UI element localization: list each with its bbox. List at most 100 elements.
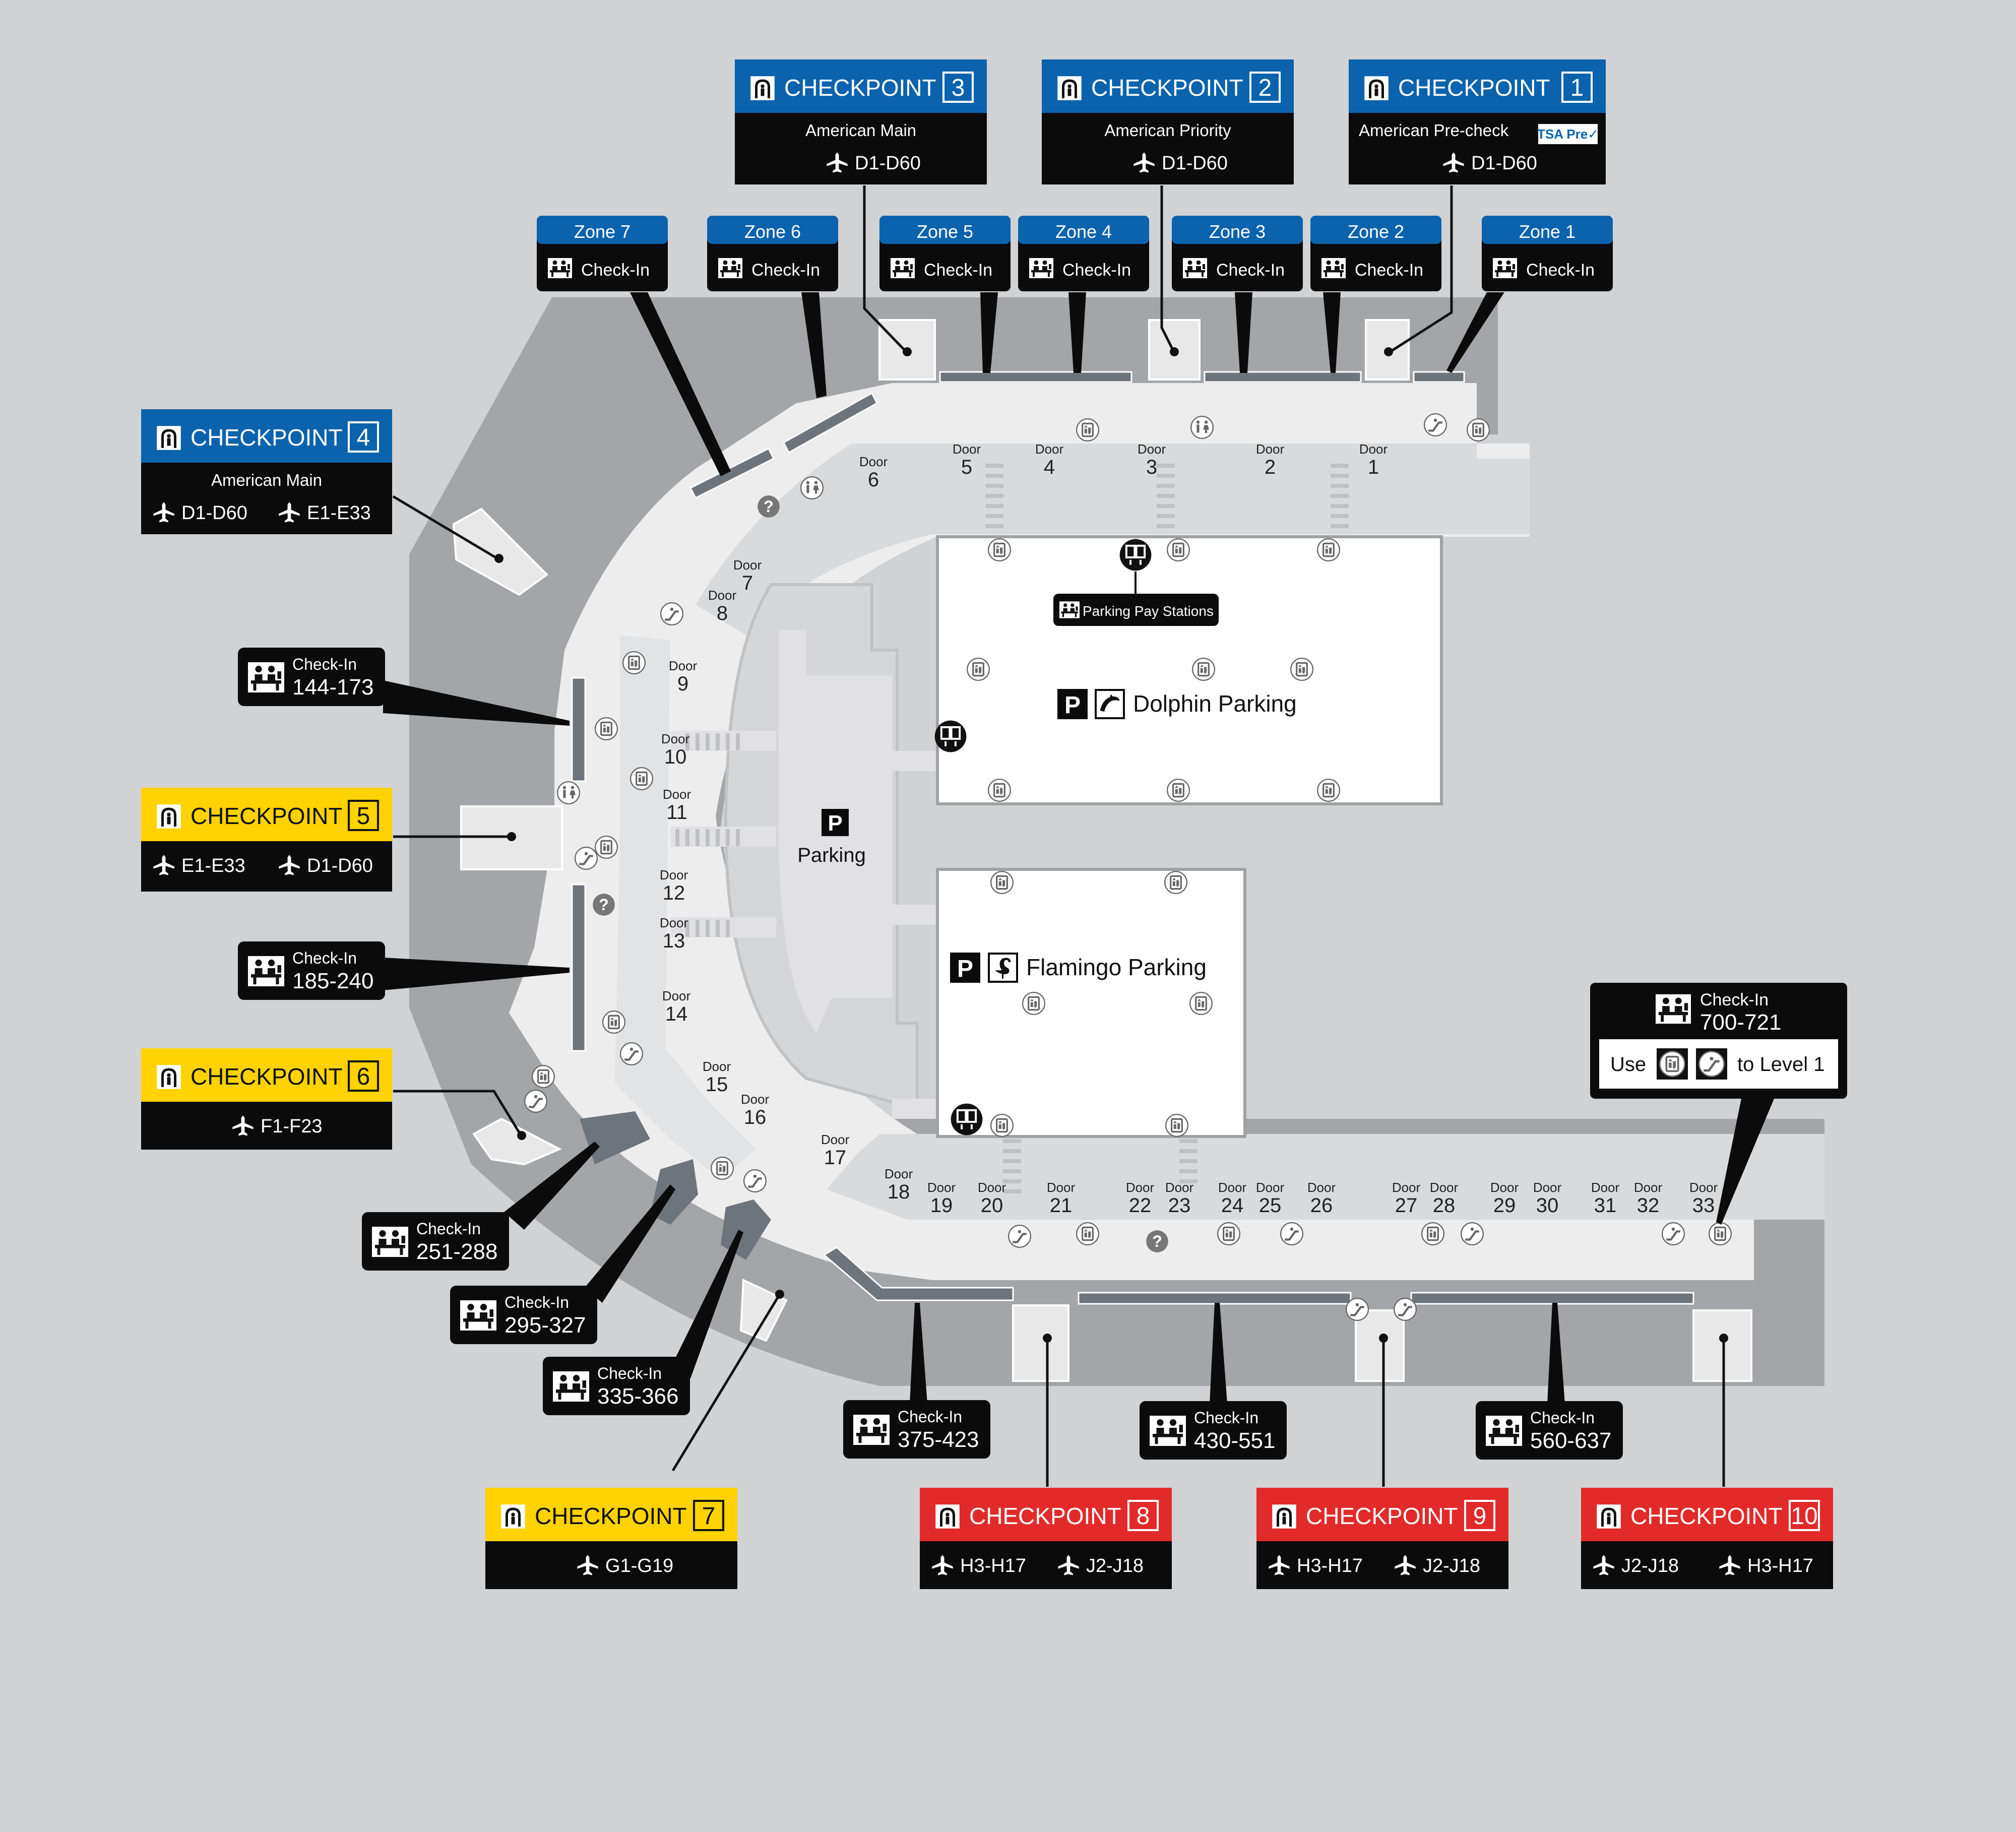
checkpoint-sign-header — [1581, 1488, 1833, 1541]
checkpoint-gates: H3-H17 — [1747, 1555, 1813, 1576]
escalator-icon — [1699, 1051, 1724, 1076]
door-number: 24 — [1221, 1194, 1244, 1217]
zone-name: Zone 7 — [574, 221, 631, 242]
restroom-icon — [800, 476, 824, 499]
security-icon — [935, 1504, 960, 1529]
zone-sign-header — [879, 216, 1011, 244]
upper-corridor-strip — [696, 444, 1530, 635]
checkpoint-sign-header — [1042, 59, 1294, 113]
door-number: 25 — [1259, 1194, 1282, 1217]
door-word: Door — [1126, 1180, 1155, 1195]
checkin-range: 295-327 — [505, 1313, 586, 1338]
checkpoint-label: CHECKPOINT — [969, 1503, 1121, 1529]
escalator-icon — [1394, 1298, 1416, 1320]
zone-7-sign: Zone 7 Check-In — [537, 216, 668, 291]
checkpoint-gates: D1-D60 — [855, 153, 921, 174]
door-word: Door — [821, 1132, 850, 1147]
checkpoint-sublabel: American Pre-check — [1359, 121, 1509, 140]
door-number: 17 — [824, 1147, 847, 1169]
checkin-range: 375-423 — [898, 1427, 979, 1452]
checkpoint-label: CHECKPOINT — [1398, 75, 1550, 101]
checkpoint-sign-header — [141, 788, 392, 841]
door-word: Door — [927, 1180, 956, 1195]
checkin-desk-icon — [548, 258, 572, 278]
checkin-desk-icon — [891, 258, 915, 278]
security-icon — [157, 804, 181, 829]
elevator-icon — [595, 836, 618, 859]
door-number: 3 — [1146, 456, 1157, 478]
door-number: 15 — [706, 1073, 728, 1096]
flamingo-parking-label: P Flamingo Parking — [950, 953, 1207, 983]
checkpoint-label: CHECKPOINT — [1091, 75, 1243, 101]
door-word: Door — [741, 1092, 770, 1107]
escalator-icon — [661, 603, 683, 625]
door-word: Door — [1307, 1180, 1336, 1195]
elevator-icon — [1467, 418, 1490, 441]
door-number: 16 — [744, 1106, 767, 1128]
zone-sign-header — [1310, 216, 1441, 244]
checkpoint-number-box — [1127, 1500, 1159, 1531]
checkpoint-number-box — [348, 1060, 379, 1092]
checkpoint-gates: H3-H17 — [1297, 1555, 1363, 1576]
escalator-icon — [1662, 1223, 1684, 1245]
checkin-label: Check-In — [292, 655, 357, 673]
elevator-icon — [602, 1010, 625, 1034]
leader-dots — [494, 347, 1728, 1343]
door-word: Door — [703, 1059, 731, 1074]
central-parking-name: Parking — [797, 844, 866, 866]
door-word: Door — [662, 988, 691, 1003]
security-icon — [157, 1065, 181, 1089]
checkpoint-sign-header — [735, 59, 987, 113]
checkpoint-gates: D1-D60 — [181, 502, 247, 524]
zone-sign-header — [537, 216, 668, 244]
door-word: Door — [661, 731, 690, 746]
door-number: 18 — [888, 1181, 910, 1203]
checkpoint-label: CHECKPOINT — [1630, 1503, 1783, 1529]
checkin-desk-icon — [1183, 258, 1207, 278]
checkpoint-sublabel: American Priority — [1104, 121, 1231, 140]
elevator-icon — [1709, 1222, 1732, 1245]
zone-name: Zone 1 — [1519, 221, 1576, 242]
checkpoint-label: CHECKPOINT — [191, 424, 343, 451]
zone-checkin-label: Check-In — [581, 261, 650, 280]
checkin-desk-icon — [553, 1371, 589, 1402]
tsa-precheck-badge — [1538, 124, 1598, 144]
door-number: 30 — [1536, 1194, 1559, 1217]
door-word: Door — [978, 1180, 1006, 1195]
checkin-label: Check-In — [292, 949, 357, 967]
escalator-icon — [1461, 1223, 1483, 1245]
checkpoint-number-box — [348, 800, 379, 831]
security-icon — [1057, 76, 1082, 100]
checkpoint-label: CHECKPOINT — [191, 803, 343, 829]
door-number: 6 — [868, 469, 879, 491]
door-number: 5 — [961, 456, 972, 478]
checkpoint-label: CHECKPOINT — [535, 1503, 687, 1529]
checkpoint-sign-header — [920, 1488, 1172, 1541]
door-word: Door — [1430, 1180, 1459, 1195]
checkpoint-label: CHECKPOINT — [191, 1063, 343, 1090]
information-icon — [593, 894, 615, 916]
zone-sign-header — [1172, 216, 1303, 244]
checkpoint-gates: E1-E33 — [181, 855, 245, 876]
door-labels: Door1Door2Door3Door4Door5Door6Door7Door8… — [660, 441, 1718, 1217]
door-word: Door — [660, 915, 688, 930]
checkpoint-number-box — [693, 1500, 724, 1531]
